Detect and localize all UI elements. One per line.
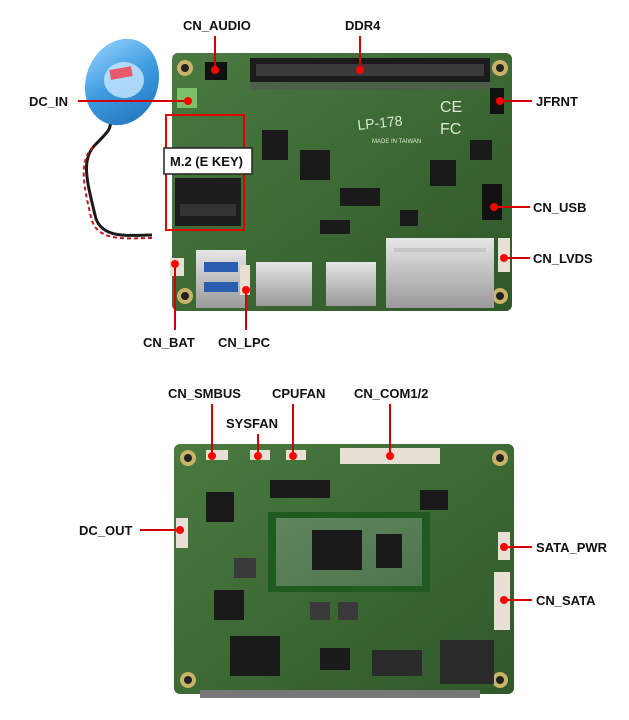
silkscreen-made-in: MADE IN TAIWAN xyxy=(372,139,421,145)
label-cn-com12: CN_COM1/2 xyxy=(354,386,428,401)
top-board: LP-178 MADE IN TAIWAN CE FC xyxy=(82,38,512,311)
hdmi-port xyxy=(256,262,312,306)
label-cn-smbus: CN_SMBUS xyxy=(168,386,241,401)
pch-die xyxy=(376,534,402,568)
label-jfrnt: JFRNT xyxy=(536,94,578,109)
label-cn-sata: CN_SATA xyxy=(536,593,596,608)
cn-lpc-connector xyxy=(240,265,250,295)
chip xyxy=(300,150,330,180)
chip xyxy=(340,188,380,206)
silkscreen-model: LP-178 xyxy=(357,112,404,133)
label-cn-lvds: CN_LVDS xyxy=(533,251,593,266)
label-dc-in: DC_IN xyxy=(29,94,68,109)
label-cn-audio: CN_AUDIO xyxy=(183,18,251,33)
label-m2-box xyxy=(163,147,253,175)
label-cn-usb: CN_USB xyxy=(533,200,586,215)
label-m2-ekey: M.2 (E KEY) xyxy=(170,154,243,169)
chip xyxy=(262,130,288,160)
rtc-battery xyxy=(82,38,184,276)
chip xyxy=(400,210,418,226)
label-dc-out: DC_OUT xyxy=(79,523,133,538)
usb-port xyxy=(196,250,246,308)
label-sysfan: SYSFAN xyxy=(226,416,278,431)
labels: CN_AUDIO DDR4 DC_IN JFRNT M.2 (E KEY) CN… xyxy=(29,18,608,608)
bottom-board xyxy=(174,444,514,698)
chip xyxy=(430,160,456,186)
label-cpufan: CPUFAN xyxy=(272,386,325,401)
m2-slot xyxy=(175,178,241,226)
label-ddr4: DDR4 xyxy=(345,18,381,33)
label-cn-bat: CN_BAT xyxy=(143,335,195,350)
ce-mark: CE xyxy=(440,99,462,116)
smbus-header xyxy=(206,450,228,460)
label-cn-lpc: CN_LPC xyxy=(218,335,271,350)
fc-mark: FC xyxy=(440,121,461,138)
label-sata-pwr: SATA_PWR xyxy=(536,540,608,555)
leaders xyxy=(78,36,532,604)
chip xyxy=(320,220,350,234)
cpu-die xyxy=(312,530,362,570)
chip xyxy=(470,140,492,160)
usb-header xyxy=(482,184,502,220)
dp-port xyxy=(326,262,376,306)
